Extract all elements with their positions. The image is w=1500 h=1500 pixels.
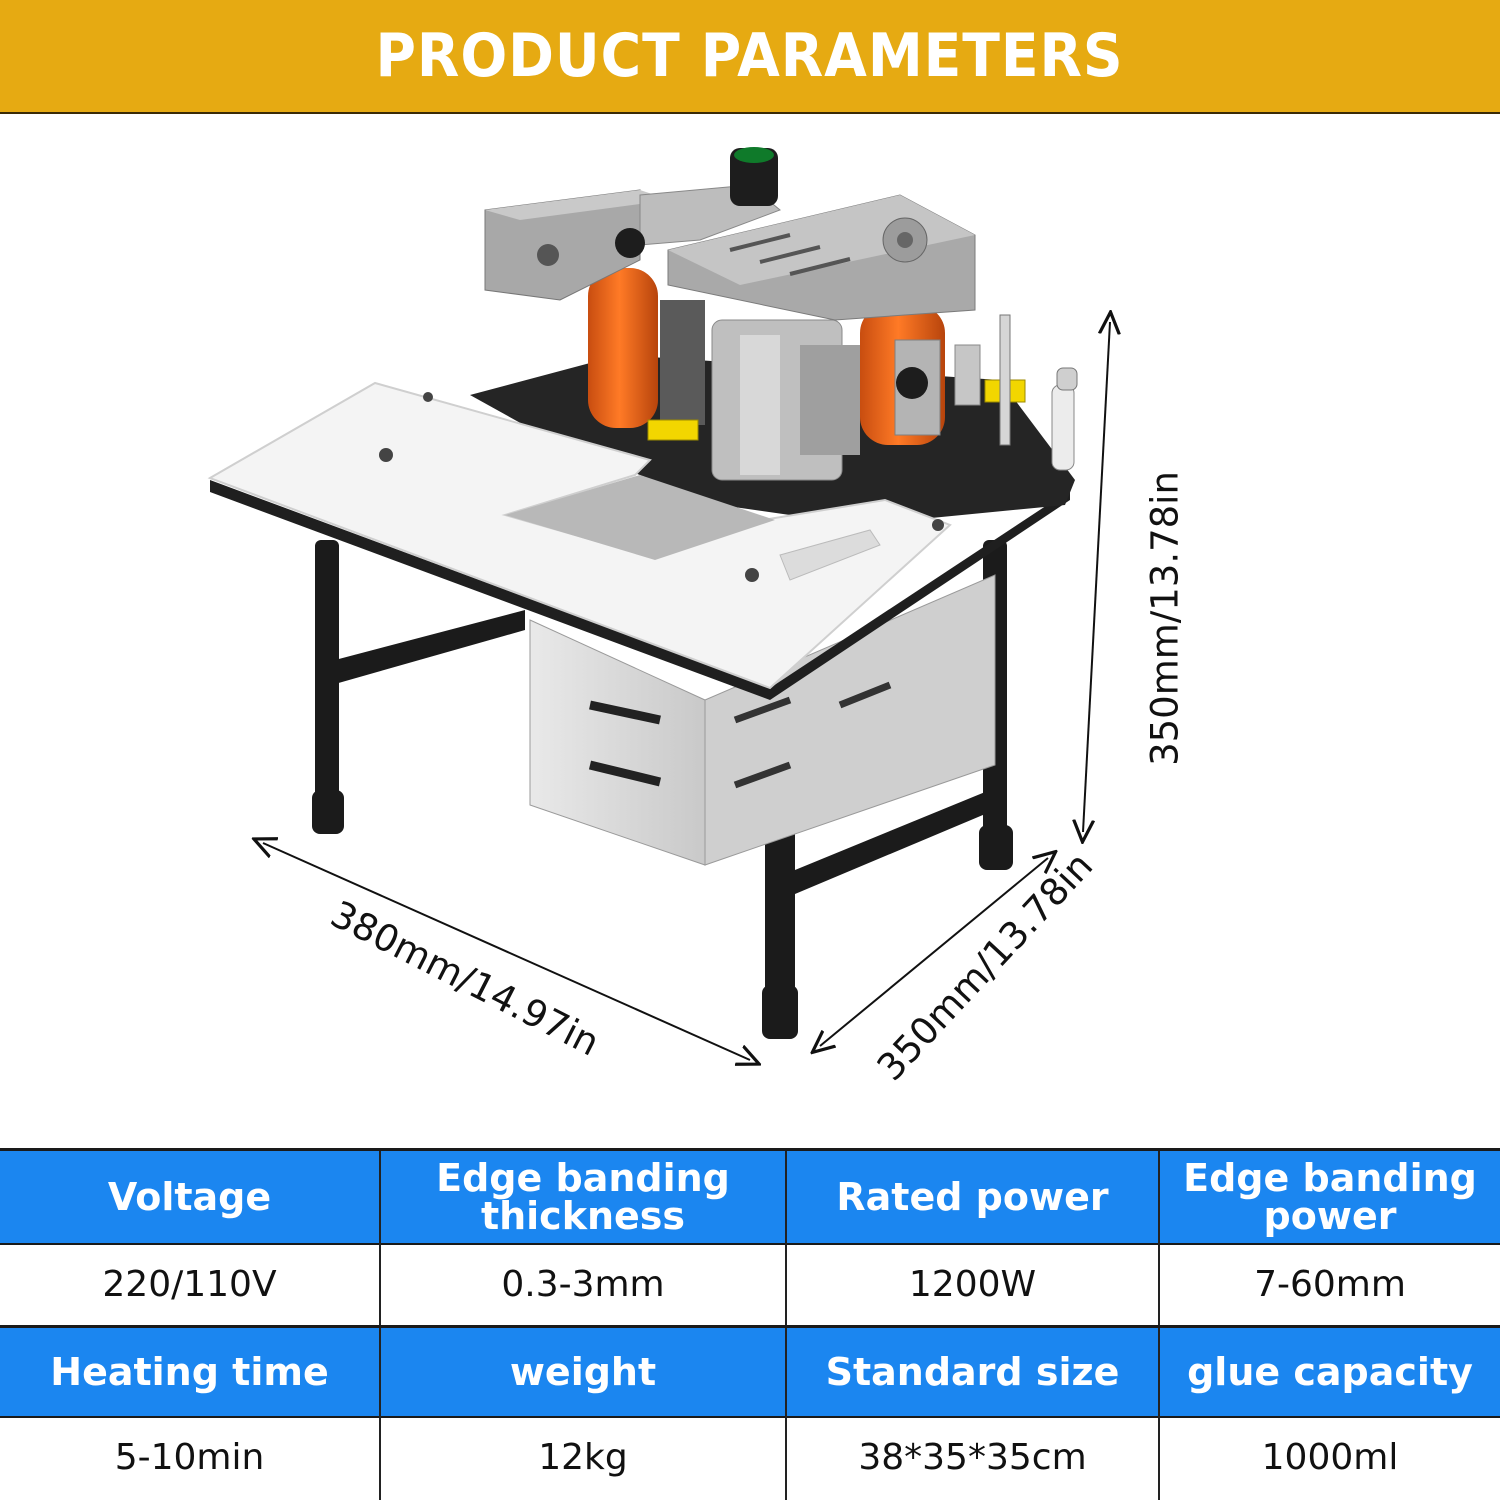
spec-label-edge-banding-power: Edge banding power	[1183, 1156, 1477, 1238]
power-switch-icon	[730, 147, 778, 206]
spec-label-edge-banding-thickness: Edge banding thickness	[381, 1151, 787, 1243]
spec-value-row: 220/110V 0.3-3mm 1200W 7-60mm	[0, 1243, 1500, 1325]
spec-table: Voltage Edge banding thickness Rated pow…	[0, 1146, 1500, 1500]
spec-label-heating-time: Heating time	[0, 1328, 381, 1416]
spec-label-rated-power: Rated power	[787, 1151, 1160, 1243]
heating-block	[711, 319, 981, 481]
page-title: PRODUCT PARAMETERS	[375, 21, 1125, 91]
spec-value-glue-capacity: 1000ml	[1261, 1437, 1399, 1478]
spec-value-weight: 12kg	[381, 1415, 787, 1500]
spec-label-weight: weight	[381, 1328, 787, 1416]
header-banner: PRODUCT PARAMETERS	[0, 0, 1500, 114]
spec-header-row: Voltage Edge banding thickness Rated pow…	[0, 1148, 1500, 1245]
spec-label-glue-capacity: glue capacity	[1187, 1350, 1473, 1394]
spec-header-row: Heating time weight Standard size glue c…	[0, 1325, 1500, 1418]
spec-value-voltage: 220/110V	[0, 1243, 381, 1325]
spec-label-voltage: Voltage	[0, 1151, 381, 1243]
spec-label-standard-size: Standard size	[787, 1328, 1160, 1416]
spec-value-heating-time: 5-10min	[0, 1415, 381, 1500]
height-dimension-label: 350mm/13.78in	[1143, 471, 1187, 766]
spec-value-rated-power: 1200W	[787, 1243, 1160, 1325]
spec-value-edge-banding-thickness: 0.3-3mm	[381, 1243, 787, 1325]
spec-value-standard-size: 38*35*35cm	[787, 1415, 1160, 1500]
motor-housing	[529, 574, 996, 866]
spec-value-row: 5-10min 12kg 38*35*35cm 1000ml	[0, 1415, 1500, 1500]
edge-banding-machine-image	[207, 147, 1500, 1144]
top-housing	[484, 184, 976, 321]
spec-value-edge-banding-power: 7-60mm	[1254, 1263, 1406, 1305]
dimension-arrows	[263, 322, 1110, 1060]
product-illustration	[0, 114, 1500, 1144]
